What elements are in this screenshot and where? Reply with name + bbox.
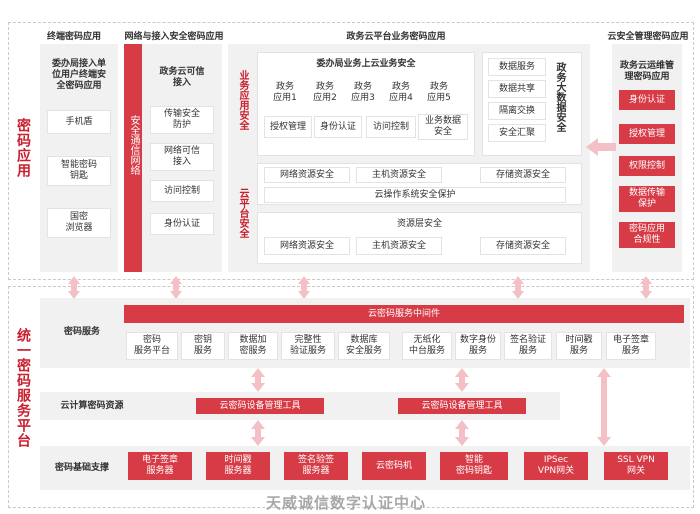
biz-access-control[interactable]: 访问控制 [366,116,416,138]
big-data-security-label: 政务大数据安全 [554,62,565,132]
svc-key[interactable]: 密钥 服务 [181,332,225,360]
network-item-access-control[interactable]: 访问控制 [150,180,214,202]
bigdata-isolation[interactable]: 隔离交换 [488,102,546,120]
secure-network-label: 安全通信网络 [128,115,139,175]
arrow-cloud-mgmt [640,276,652,299]
arrow-business-left [298,276,310,299]
hw-e-seal-server[interactable]: 电子签章 服务器 [128,452,192,480]
cloud-device-tool-1[interactable]: 云密码设备管理工具 [196,398,324,414]
resource-storage[interactable]: 存储资源安全 [480,237,566,255]
hw-ipsec-vpn[interactable]: IPSec VPN网关 [524,452,588,480]
arrow-service-to-resource-right [455,368,469,392]
cloud-storage-resource[interactable]: 存储资源安全 [480,167,566,183]
mgmt-authorization[interactable]: 授权管理 [619,124,675,144]
terminal-item-browser[interactable]: 国密 浏览器 [47,208,111,238]
cloud-resource-label: 云计算密码资源 [60,400,124,411]
gov-app-2[interactable]: 政务 应用2 [313,82,337,103]
biz-data-security[interactable]: 业务数据 安全 [418,114,468,140]
network-subtitle: 政务云可信 接入 [159,67,205,88]
mgmt-compliance[interactable]: 密码应用 合规性 [619,222,675,248]
resource-layer-title: 资源层安全 [396,218,442,229]
mgmt-to-business-arrow [586,138,616,156]
cloud-network-resource[interactable]: 网络资源安全 [264,167,350,183]
arrow-service-to-foundation [597,368,611,446]
cloud-mgmt-title: 云安全管理密码应用 [607,32,689,42]
cloud-platform-security-label: 云平台安全 [237,188,248,238]
biz-app-security-label: 业务应用安全 [237,70,248,130]
svc-timestamp[interactable]: 时间戳 服务 [556,332,602,360]
hw-cloud-crypto[interactable]: 云密码机 [362,452,426,480]
network-title: 网络与接入安全密码应用 [124,32,224,42]
business-title: 政务云平台业务密码应用 [346,32,446,42]
watermark: 天威诚信数字认证中心 [266,494,427,512]
hw-signature-server[interactable]: 签名验签 服务器 [284,452,348,480]
unified-platform-title: 统一密码服务平台 [15,328,31,448]
hw-smart-key[interactable]: 智能 密码钥匙 [440,452,508,480]
biz-subtitle: 委办局业务上云业务安全 [316,58,416,69]
gov-app-4[interactable]: 政务 应用4 [389,82,413,103]
svc-paperless[interactable]: 无纸化 中台服务 [402,332,452,360]
network-item-trusted-access[interactable]: 网络可信 接入 [150,143,214,171]
arrow-service-to-resource-left [251,368,265,392]
svc-crypto-platform[interactable]: 密码 服务平台 [126,332,178,360]
cloud-host-resource[interactable]: 主机资源安全 [356,167,442,183]
terminal-title: 终端密码应用 [46,32,101,42]
arrow-network [170,276,182,299]
cloud-os-protection[interactable]: 云操作系统安全保护 [264,187,566,203]
gov-app-3[interactable]: 政务 应用3 [351,82,375,103]
crypto-app-title: 密码应用 [15,118,31,178]
arrow-resource-to-foundation-left [251,420,265,446]
terminal-item-smart-key[interactable]: 智能密码 钥匙 [47,156,111,186]
mgmt-permission[interactable]: 权限控制 [619,156,675,176]
middleware-bar: 云密码服务中间件 [124,305,684,323]
gov-app-1[interactable]: 政务 应用1 [273,82,297,103]
mgmt-transport[interactable]: 数据传输 保护 [619,186,675,212]
crypto-service-label: 密码服务 [63,326,100,337]
biz-authorization[interactable]: 授权管理 [264,116,312,138]
arrow-business-right [512,276,524,299]
resource-host[interactable]: 主机资源安全 [356,237,442,255]
gov-app-5[interactable]: 政务 应用5 [427,82,451,103]
svc-integrity[interactable]: 完整性 验证服务 [281,332,335,360]
network-item-identity[interactable]: 身份认证 [150,213,214,235]
bigdata-aggregation[interactable]: 安全汇聚 [488,124,546,142]
biz-identity[interactable]: 身份认证 [314,116,362,138]
mgmt-identity[interactable]: 身份认证 [619,90,675,110]
cloud-device-tool-2[interactable]: 云密码设备管理工具 [398,398,526,414]
resource-network[interactable]: 网络资源安全 [264,237,350,255]
svc-e-seal[interactable]: 电子签章 服务 [606,332,656,360]
arrow-resource-to-foundation-right [455,420,469,446]
hw-ssl-vpn[interactable]: SSL VPN 网关 [604,452,668,480]
svc-database[interactable]: 数据库 安全服务 [338,332,390,360]
terminal-subtitle: 委办局接入单 位用户终端安 全密码应用 [51,58,106,91]
svc-signature-verify[interactable]: 签名验证 服务 [504,332,552,360]
unified-platform-section [8,286,694,508]
network-item-transport[interactable]: 传输安全 防护 [150,106,214,134]
crypto-app-section [8,22,694,280]
cloud-mgmt-subtitle: 政务云运维管 理密码应用 [619,61,674,82]
terminal-item-mobile-shield[interactable]: 手机盾 [47,110,111,134]
secure-network-bar [124,44,142,272]
bigdata-service[interactable]: 数据服务 [488,58,546,76]
foundation-label: 密码基础支撑 [54,462,109,473]
svc-digital-identity[interactable]: 数字身份 服务 [455,332,501,360]
bigdata-sharing[interactable]: 数据共享 [488,80,546,98]
hw-timestamp-server[interactable]: 时间戳 服务器 [206,452,270,480]
arrow-terminal [68,276,80,299]
svc-data-encryption[interactable]: 数据加 密服务 [228,332,278,360]
